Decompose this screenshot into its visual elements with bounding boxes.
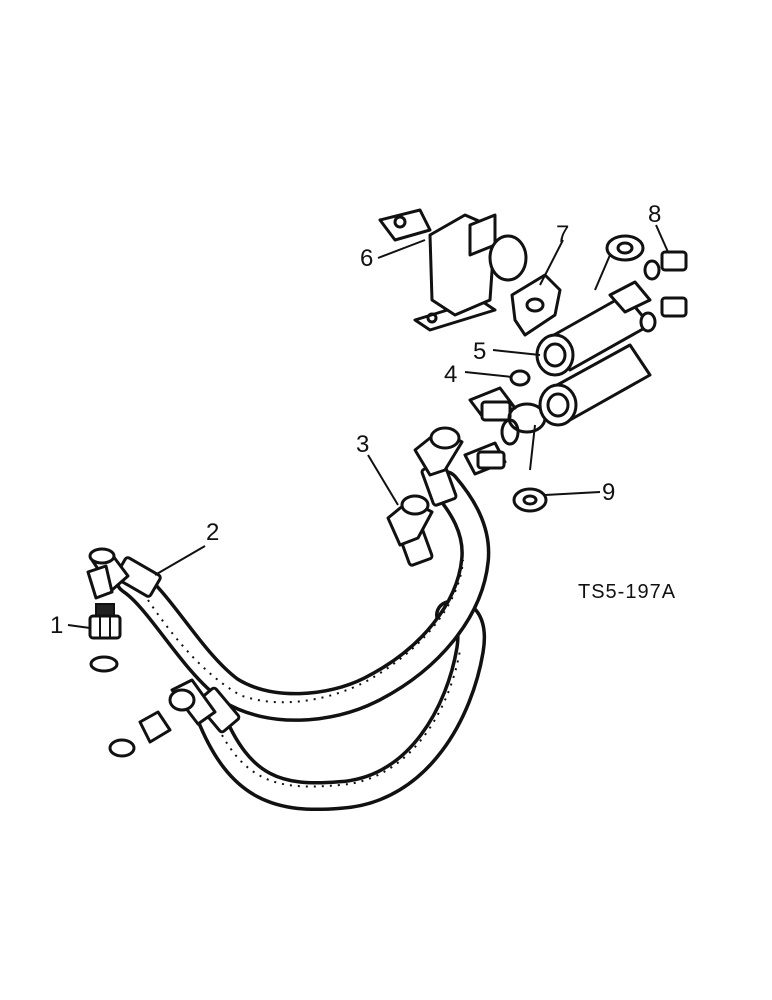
callout-5: 5 (473, 338, 486, 365)
quick-coupler-lower (538, 343, 652, 427)
upper-hose (115, 470, 491, 722)
mounting-bracket (378, 208, 528, 332)
leader-lines (67, 224, 669, 629)
elbow-fitting-lower-right (386, 494, 434, 547)
callout-8: 8 (648, 201, 661, 228)
clamp-plate (510, 273, 562, 337)
dust-cap-lower (512, 424, 548, 513)
adapter-fitting (88, 603, 122, 673)
adapter-upper (468, 386, 517, 422)
callout-3: 3 (356, 431, 369, 458)
plug-upper (643, 250, 688, 281)
elbow-fitting-left-upper (86, 547, 130, 600)
callout-4: 4 (444, 361, 457, 388)
callout-2: 2 (206, 519, 219, 546)
o-ring-seal (509, 369, 531, 387)
dust-cap-upper (594, 234, 645, 291)
lower-hose (195, 598, 487, 812)
plug-lower (639, 296, 688, 333)
callout-1: 1 (50, 612, 63, 639)
elbow-fitting-left-lower (108, 678, 217, 758)
callout-9: 9 (602, 479, 615, 506)
elbow-fitting-upper-right (413, 426, 464, 477)
callout-6: 6 (360, 245, 373, 272)
callout-7: 7 (556, 221, 569, 248)
adapter-lower (463, 418, 520, 476)
reference-code: TS5-197A (578, 581, 676, 603)
